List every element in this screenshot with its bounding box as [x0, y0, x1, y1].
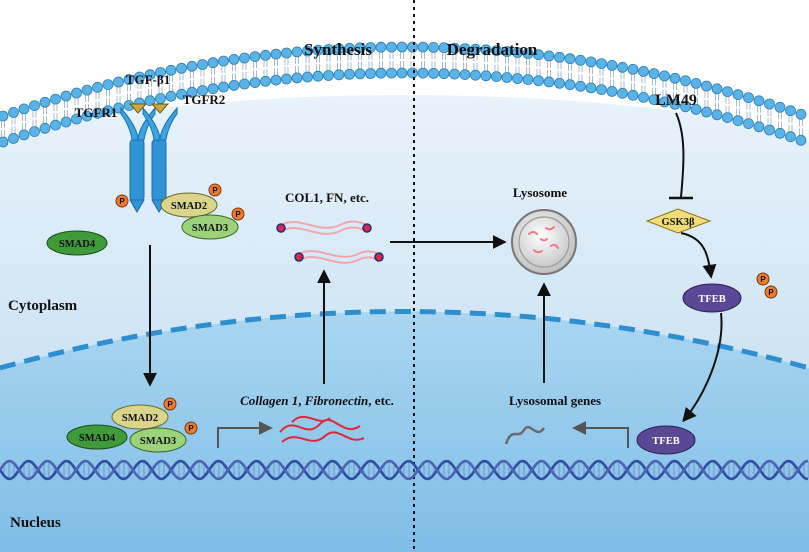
svg-text:P: P: [235, 210, 241, 219]
cytoplasm-label: Cytoplasm: [8, 298, 78, 314]
tfeb-phospho-1: P: [756, 272, 770, 286]
svg-text:P: P: [188, 424, 194, 433]
collagen-fibronectin-fibers: [279, 415, 365, 443]
svg-text:SMAD3: SMAD3: [140, 436, 176, 447]
svg-text:SMAD4: SMAD4: [59, 239, 96, 250]
smad4-cyto: SMAD4: [46, 230, 108, 256]
tfeb-nuclear-translocation-arrow: [682, 312, 723, 423]
svg-text:SMAD3: SMAD3: [192, 223, 228, 234]
svg-text:GSK3β: GSK3β: [662, 217, 695, 228]
svg-text:P: P: [760, 275, 766, 284]
plasma-membrane: [0, 41, 809, 148]
svg-text:P: P: [768, 288, 774, 297]
lm49-inhibition: [675, 112, 685, 198]
nucleus-label: Nucleus: [10, 515, 61, 531]
genes-synthesis-label: Collagen 1, Fibronectin, etc.: [240, 393, 394, 408]
col1-fn-fibers: [276, 220, 384, 264]
smad2-nuc: SMAD2: [111, 404, 169, 430]
smad2-nuc-phospho: P: [163, 397, 177, 411]
lm49-label: LM49: [655, 92, 697, 109]
synthesis-heading: Synthesis: [304, 40, 372, 59]
tfeb-phospho-2: P: [764, 285, 778, 299]
svg-text:P: P: [212, 186, 218, 195]
receptor-phospho: P: [115, 194, 129, 208]
tfeb-cyto: TFEB: [682, 283, 742, 313]
svg-text:SMAD2: SMAD2: [122, 413, 158, 424]
lysosomal-genes-label: Lysosomal genes: [509, 393, 601, 408]
smad2-phospho: P: [208, 183, 222, 197]
nuclear-envelope: [0, 309, 809, 371]
lysosome: [511, 209, 577, 275]
nucleus-region: [0, 311, 809, 552]
smad2-cyto: SMAD2: [160, 192, 218, 218]
tgf-beta1-label: TGF-β1: [126, 72, 170, 87]
transcription-arrow-synthesis: [217, 421, 273, 448]
dna-helix: [0, 459, 809, 481]
lysosomal-gene-squiggle: [504, 425, 546, 445]
svg-text:SMAD2: SMAD2: [171, 201, 207, 212]
col1-fn-label: COL1, FN, etc.: [285, 190, 369, 205]
transcription-arrow-degradation: [572, 421, 629, 448]
smad3-cyto: SMAD3: [181, 214, 239, 240]
gsk3b-to-tfeb-arrow: [680, 232, 717, 279]
svg-text:TFEB: TFEB: [652, 436, 679, 447]
lysosome-label: Lysosome: [513, 185, 567, 200]
svg-text:P: P: [167, 400, 173, 409]
smad3-phospho: P: [231, 207, 245, 221]
smad4-nuc: SMAD4: [66, 424, 128, 450]
smad3-nuc: SMAD3: [129, 427, 187, 453]
tgfr2-label: TGFR2: [183, 92, 226, 107]
tgfr1-label: TGFR1: [75, 105, 118, 120]
svg-text:P: P: [119, 197, 125, 206]
svg-text:SMAD4: SMAD4: [79, 433, 116, 444]
tgf-receptor: [120, 103, 178, 213]
smad3-nuc-phospho: P: [184, 421, 198, 435]
gsk3b: GSK3β: [645, 208, 712, 234]
degradation-heading: Degradation: [447, 40, 538, 59]
tfeb-nuc: TFEB: [636, 425, 696, 455]
svg-text:TFEB: TFEB: [698, 294, 725, 305]
